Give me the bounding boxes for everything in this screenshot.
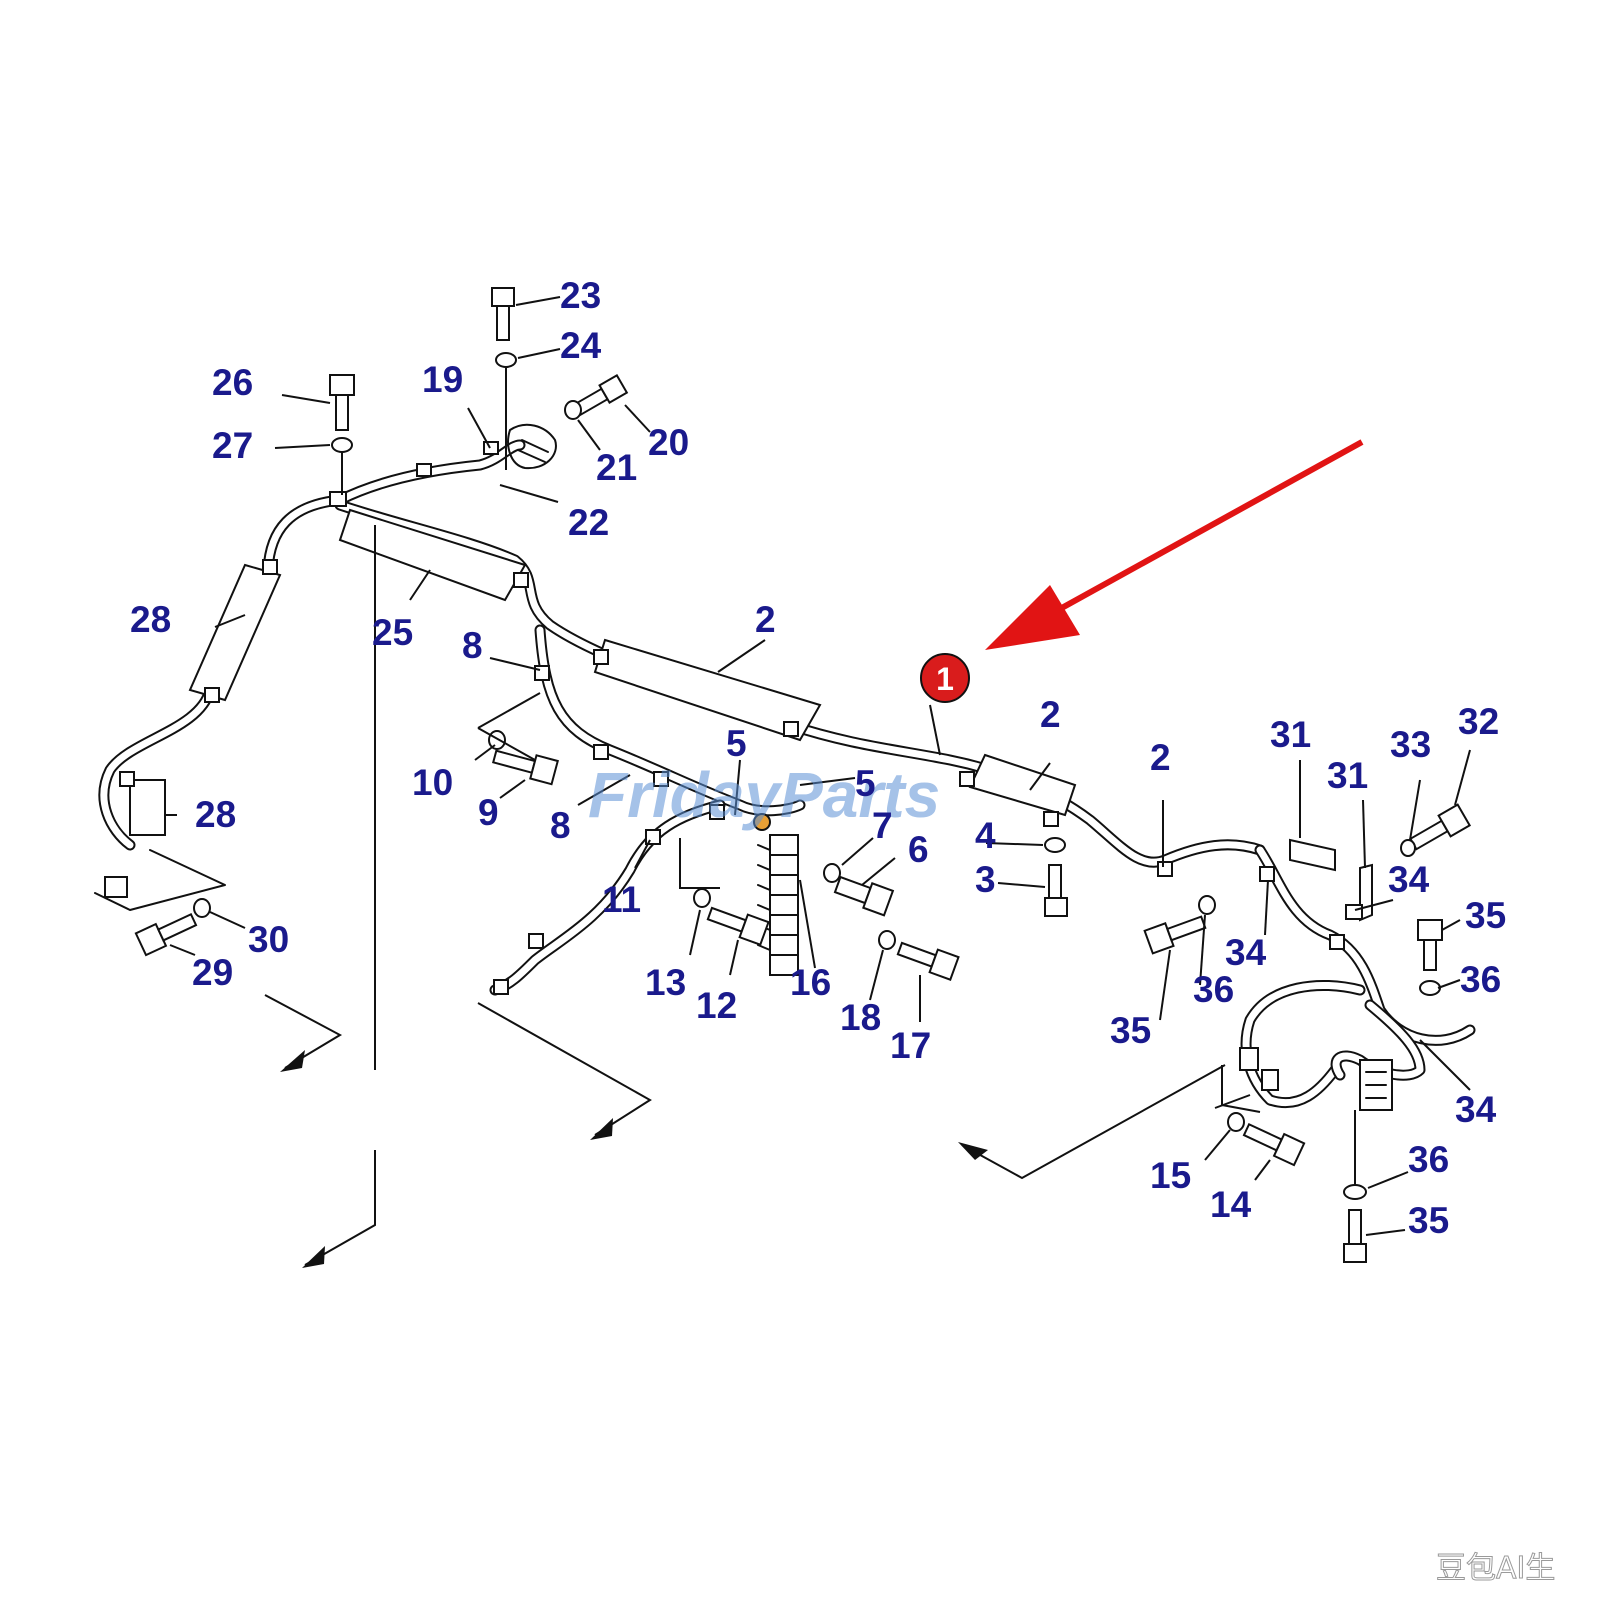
part-label: 30	[248, 919, 289, 960]
part-label: 21	[596, 447, 637, 488]
connectors	[94, 423, 1393, 1111]
part-label: 3	[975, 859, 996, 900]
part-label: 6	[908, 829, 929, 870]
bolt-6	[833, 875, 895, 917]
sleeve-2-right	[968, 753, 1077, 817]
washer-27	[331, 437, 353, 453]
part-label: 32	[1458, 701, 1499, 742]
washer-18	[878, 930, 896, 950]
bolt-35-right	[1417, 919, 1443, 971]
part-label: 35	[1110, 1010, 1151, 1051]
sleeve-25	[338, 508, 527, 602]
washer-36-left	[1198, 895, 1216, 915]
leader-lines	[165, 296, 1471, 1266]
part-label: 25	[372, 612, 413, 653]
bolt-35-bottom	[1343, 1209, 1367, 1263]
bolt-26	[329, 374, 355, 431]
connector-stack-16	[753, 813, 799, 976]
sleeve-28-lower	[129, 779, 166, 836]
part-label: 35	[1408, 1200, 1449, 1241]
protective-sleeves	[129, 508, 1077, 836]
watermark-text: FridayParts	[588, 759, 940, 831]
washer-7	[823, 863, 841, 883]
part-label: 19	[422, 359, 463, 400]
part-label: 29	[192, 952, 233, 993]
bolt-32	[1409, 803, 1472, 851]
part-label: 10	[412, 762, 453, 803]
part-label: 27	[212, 425, 253, 466]
part-label: 31	[1327, 755, 1368, 796]
callout-1: 1	[920, 653, 970, 703]
part-labels: 23 24 26 19 20 21 27 22 28 25 8 2 5 5 10…	[130, 275, 1506, 1241]
bolt-29	[134, 912, 198, 957]
part-label: 22	[568, 502, 609, 543]
bolt-12	[706, 906, 770, 946]
bolt-23	[491, 287, 515, 341]
part-label: 7	[872, 805, 893, 846]
part-label: 20	[648, 422, 689, 463]
part-label: 33	[1390, 724, 1431, 765]
part-label: 18	[840, 997, 881, 1038]
part-label: 15	[1150, 1155, 1191, 1196]
part-label: 12	[696, 985, 737, 1026]
washer-33	[1400, 839, 1416, 857]
part-label: 36	[1408, 1139, 1449, 1180]
washer-36-right	[1419, 980, 1441, 996]
part-label: 36	[1193, 969, 1234, 1010]
pointer-arrow	[985, 439, 1364, 650]
part-label: 34	[1455, 1089, 1497, 1130]
bolt-14	[1242, 1122, 1306, 1167]
part-label: 8	[550, 805, 571, 846]
washer-10	[488, 730, 506, 750]
washer-24	[495, 352, 517, 368]
part-label: 4	[975, 815, 996, 856]
fasteners	[134, 287, 1472, 1263]
part-label: 5	[726, 723, 747, 764]
part-label: 2	[1040, 694, 1061, 735]
part-label: 31	[1270, 714, 1311, 755]
washer-4	[1044, 837, 1066, 853]
part-label: 14	[1210, 1184, 1252, 1225]
part-label: 9	[478, 792, 499, 833]
bolt-35-left	[1143, 915, 1207, 955]
sleeve-28-upper	[188, 563, 282, 702]
part-label: 36	[1460, 959, 1501, 1000]
bolt-9	[491, 749, 559, 786]
part-label: 13	[645, 962, 686, 1003]
direction-arrows	[264, 994, 1226, 1268]
washer-30	[193, 898, 211, 918]
part-label: 2	[755, 599, 776, 640]
bolt-17	[896, 941, 960, 981]
part-label: 16	[790, 962, 831, 1003]
part-label: 17	[890, 1025, 931, 1066]
part-label: 11	[602, 879, 641, 920]
callout-1-label: 1	[936, 661, 954, 697]
washer-15	[1227, 1112, 1245, 1132]
part-label: 35	[1465, 895, 1506, 936]
part-label: 24	[560, 325, 602, 366]
washer-36-bottom	[1343, 1184, 1367, 1200]
part-label: 28	[130, 599, 171, 640]
part-label: 28	[195, 794, 236, 835]
washer-13	[693, 888, 711, 908]
bolt-3	[1044, 864, 1068, 917]
part-label: 2	[1150, 737, 1171, 778]
part-label: 34	[1225, 932, 1267, 973]
corner-watermark: 豆包AI生	[1436, 1551, 1555, 1586]
washer-21	[564, 400, 582, 420]
part-label: 23	[560, 275, 601, 316]
part-label: 8	[462, 625, 483, 666]
part-label: 26	[212, 362, 253, 403]
part-label: 34	[1388, 859, 1430, 900]
part-label: 5	[855, 763, 876, 804]
